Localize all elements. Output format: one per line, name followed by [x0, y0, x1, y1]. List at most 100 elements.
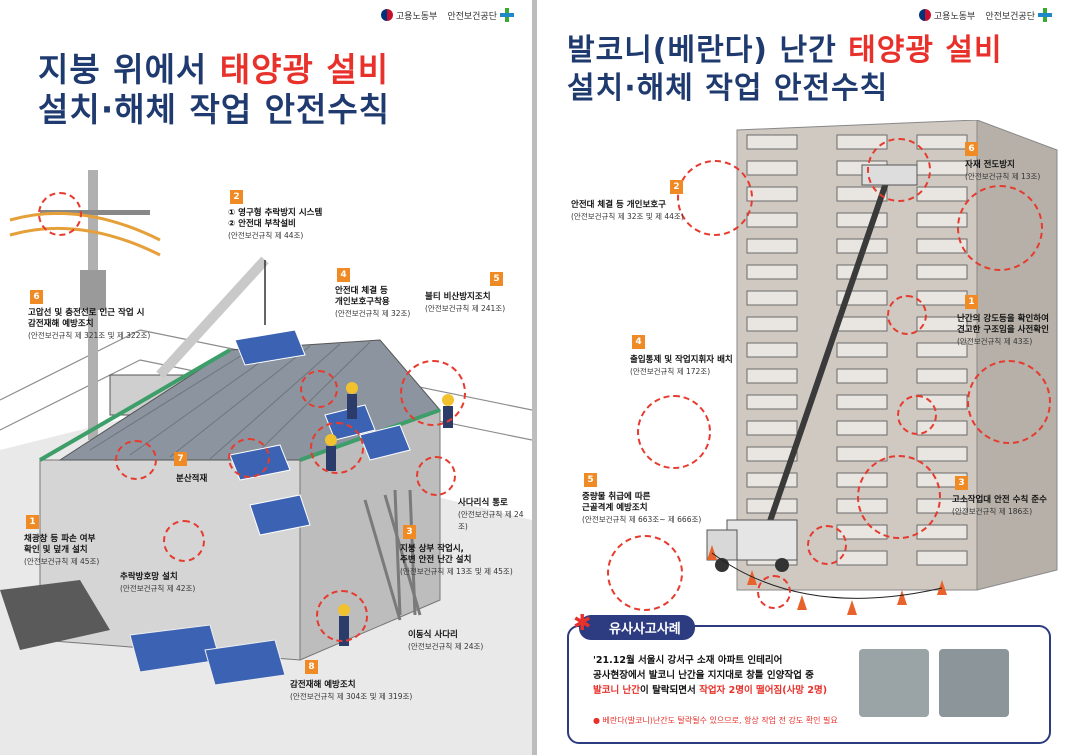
- balcony: [836, 342, 888, 358]
- step-badge: 4: [632, 335, 645, 349]
- agency-logo: 안전보건공단: [447, 8, 514, 22]
- note-distributed-load: 분산적재: [176, 474, 208, 484]
- note-guardrail: 지붕 상부 작업시,주변 안전 난간 설치(안전보건규칙 제 13조 및 제 4…: [400, 544, 513, 576]
- balcony: [916, 550, 968, 566]
- ministry-emblem-icon: [380, 9, 393, 21]
- ministry-emblem-icon: [918, 9, 931, 21]
- balcony: [746, 420, 798, 436]
- step-badge: 6: [965, 142, 978, 156]
- balcony: [836, 420, 888, 436]
- step-badge: 2: [670, 180, 683, 194]
- note-harness: 안전대 체결 등 개인보호구(안전보건규칙 제 32조 및 제 44조): [571, 200, 684, 221]
- balcony: [746, 342, 798, 358]
- balcony: [746, 186, 798, 202]
- focus-circle: [310, 422, 364, 474]
- agency-cross-icon: [1038, 8, 1052, 22]
- balcony: [746, 316, 798, 332]
- note-electric-shock: 감전재해 예방조치(안전보건규칙 제 304조 및 제 319조): [290, 680, 413, 701]
- step-badge: 5: [490, 272, 503, 286]
- logos: 고용노동부 안전보건공단: [918, 8, 1052, 22]
- focus-circle: [300, 370, 338, 408]
- note-access-control: 출입통제 및 작업지휘자 배치(안전보건규칙 제 172조): [630, 355, 733, 376]
- focus-circle: [887, 295, 927, 335]
- focus-circle: [857, 455, 941, 539]
- balcony: [746, 394, 798, 410]
- focus-circle: [957, 185, 1043, 271]
- step-badge: 1: [965, 295, 978, 309]
- step-badge: 1: [26, 515, 39, 529]
- left-poster: 고용노동부 안전보건공단 지붕 위에서 태양광 설비 설치·해체 작업 안전수칙: [0, 0, 532, 755]
- step-badge: 7: [174, 452, 187, 466]
- note-spark: 불티 비산방지조치(안전보건규칙 제 241조): [425, 292, 506, 313]
- ministry-logo: 고용노동부: [380, 9, 437, 22]
- focus-circle: [400, 360, 466, 426]
- focus-circle: [867, 138, 931, 202]
- step-badge: 6: [30, 290, 43, 304]
- star-icon: ✱: [573, 611, 592, 636]
- focus-circle: [607, 535, 683, 611]
- balcony: [836, 446, 888, 462]
- agency-logo: 안전보건공단: [985, 8, 1052, 22]
- note-mobile-ladder: 이동식 사다리(안전보건규칙 제 24조): [408, 630, 484, 651]
- focus-circle: [163, 520, 205, 562]
- case-photo: [859, 649, 929, 717]
- note-ladder-passage: 사다리식 통로(안전보건규칙 제 24조): [458, 498, 524, 531]
- focus-circle: [115, 440, 157, 480]
- accident-case-box: ✱유사사고사례 '21.12월 서울시 강서구 소재 아파트 인테리어 공사현장…: [567, 611, 1051, 744]
- agency-cross-icon: [500, 8, 514, 22]
- step-badge: 3: [403, 525, 416, 539]
- case-warning: ● 베란다(발코니)난간도 탈락될수 있으므로, 항상 작업 전 강도 확인 필…: [593, 716, 838, 725]
- balcony: [836, 368, 888, 384]
- focus-circle: [897, 395, 937, 435]
- focus-circle: [677, 160, 753, 236]
- note-aerial-platform: 고소작업대 안전 수칙 준수(안전보건규칙 제 186조): [952, 495, 1047, 516]
- step-badge: 2: [230, 190, 243, 204]
- balcony: [746, 212, 798, 228]
- ministry-logo: 고용노동부: [918, 9, 975, 22]
- balcony: [746, 446, 798, 462]
- balcony: [746, 368, 798, 384]
- step-badge: 5: [584, 473, 597, 487]
- balcony: [916, 290, 968, 306]
- balcony: [916, 264, 968, 280]
- right-poster: 고용노동부 안전보건공단 발코니(베란다) 난간 태양광 설비 설치·해체 작업…: [537, 0, 1070, 755]
- balcony: [916, 368, 968, 384]
- page-title: 발코니(베란다) 난간 태양광 설비 설치·해체 작업 안전수칙: [567, 33, 1003, 106]
- focus-circle: [316, 590, 368, 642]
- note-safety-net: 추락방호망 설치(안전보건규칙 제 42조): [120, 572, 196, 593]
- step-badge: 3: [955, 476, 968, 490]
- case-photo: [939, 649, 1009, 717]
- balcony: [916, 342, 968, 358]
- balcony: [746, 238, 798, 254]
- logos: 고용노동부 안전보건공단: [380, 8, 514, 22]
- focus-circle: [38, 192, 82, 236]
- focus-circle: [967, 360, 1051, 444]
- balcony: [746, 472, 798, 488]
- step-badge: 4: [337, 268, 350, 282]
- page-title: 지붕 위에서 태양광 설비 설치·해체 작업 안전수칙: [38, 50, 391, 129]
- balcony: [746, 264, 798, 280]
- step-badge: 8: [305, 660, 318, 674]
- balcony: [836, 212, 888, 228]
- balcony: [746, 160, 798, 176]
- balcony: [836, 394, 888, 410]
- balcony: [916, 134, 968, 150]
- case-heading: ✱유사사고사례: [573, 611, 695, 640]
- focus-circle: [637, 395, 711, 469]
- focus-circle: [807, 525, 847, 565]
- focus-circle: [416, 456, 456, 496]
- focus-circle: [757, 575, 791, 609]
- balcony: [836, 316, 888, 332]
- balcony: [746, 290, 798, 306]
- balcony: [916, 446, 968, 462]
- note-material-tipping: 자재 전도방지(안전보건규칙 제 13조): [965, 160, 1041, 181]
- balcony: [746, 134, 798, 150]
- case-description: '21.12월 서울시 강서구 소재 아파트 인테리어 공사현장에서 발코니 난…: [593, 655, 828, 696]
- balcony: [836, 264, 888, 280]
